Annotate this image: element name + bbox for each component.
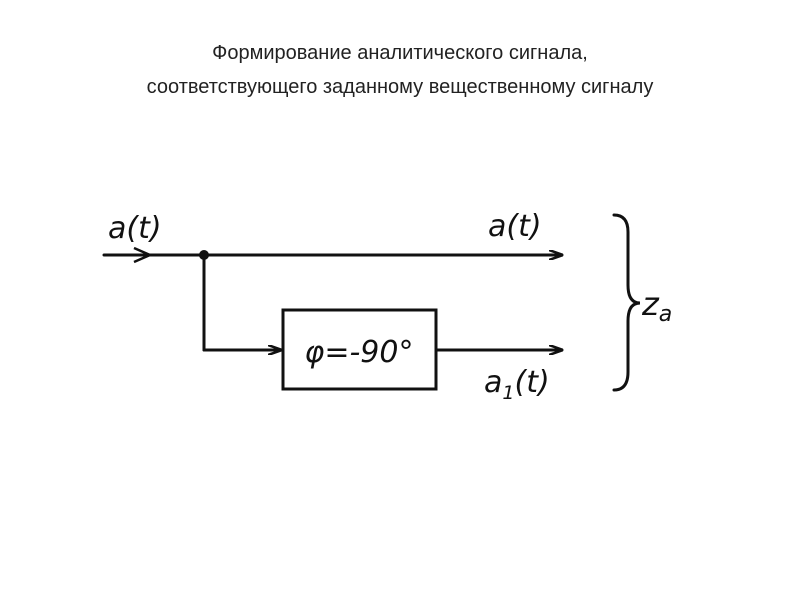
title-line-2: соответствующего заданному вещественному…: [146, 76, 654, 98]
phase-shift-label: φ=-90°: [305, 335, 414, 370]
phase-shifter-block: [281, 308, 438, 391]
upper-output-label: a(t): [488, 209, 542, 244]
input-signal-label: a(t): [108, 211, 162, 246]
title-line-1: Формирование аналитического сигнала,: [212, 42, 588, 64]
analytic-signal-label-subscript: a: [659, 302, 672, 327]
lower-output-label: a1(t): [484, 365, 550, 404]
analytic-signal-label: za: [641, 285, 672, 327]
grouping-brace: [612, 213, 641, 392]
lower-output-label-subscript: 1: [502, 382, 514, 404]
slide-title: Формирование аналитического сигнала, соо…: [0, 36, 800, 104]
lower-output-label-tail: (t): [514, 365, 549, 400]
analytic-signal-label-main: z: [641, 285, 660, 323]
lower-output-label-main: a: [484, 365, 502, 400]
